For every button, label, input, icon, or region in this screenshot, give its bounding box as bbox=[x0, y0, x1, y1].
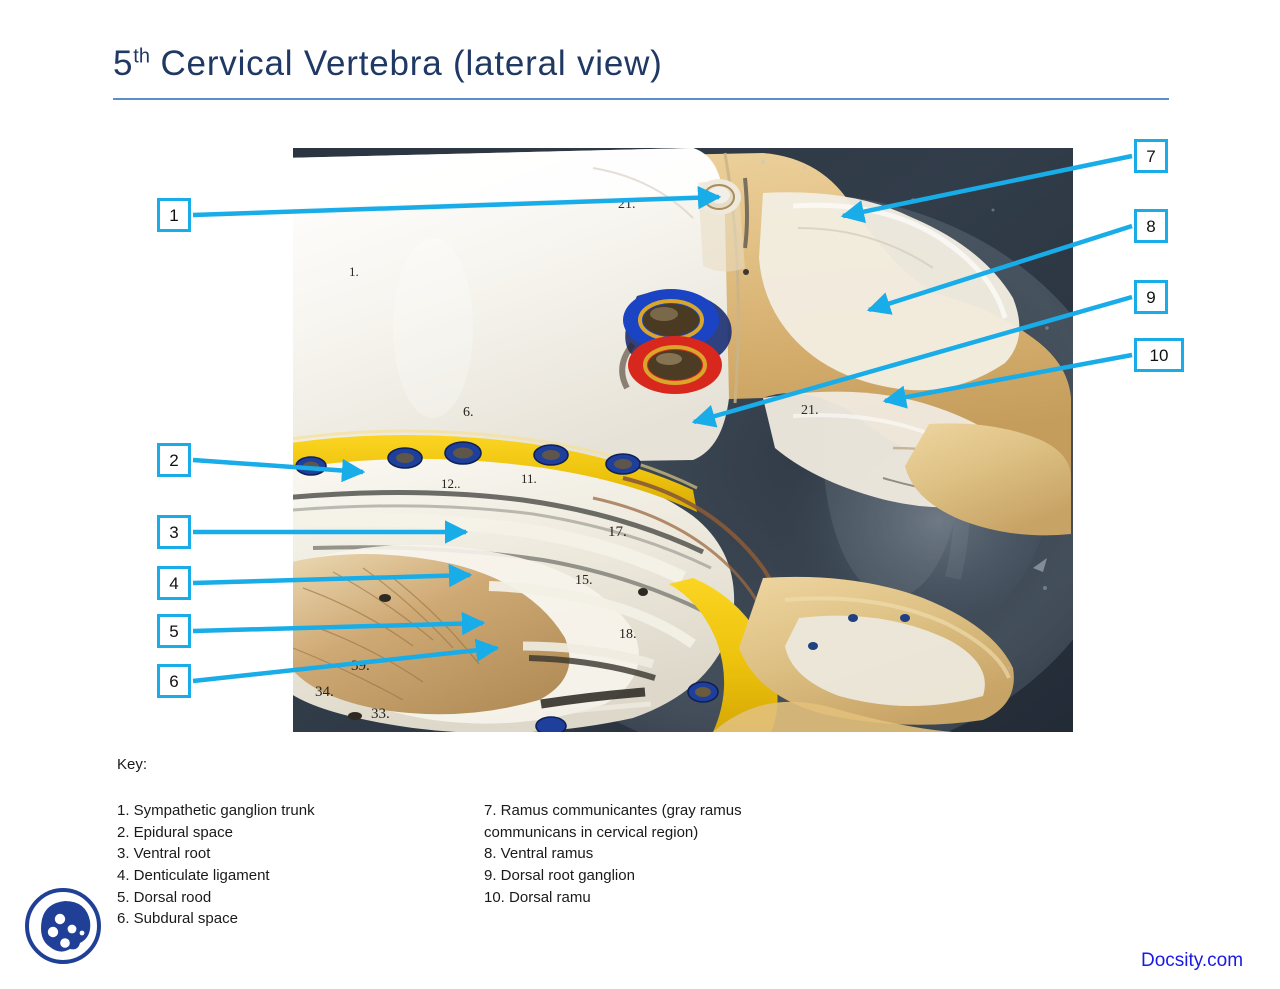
callout-box-10[interactable]: 10 bbox=[1134, 338, 1184, 372]
page-title: 5th Cervical Vertebra (lateral view) bbox=[113, 44, 663, 84]
callout-number-label: 5 bbox=[169, 621, 179, 641]
callout-number-label: 9 bbox=[1146, 287, 1156, 307]
callout-box-9[interactable]: 9 bbox=[1134, 280, 1168, 314]
title-rest: Cervical Vertebra (lateral view) bbox=[160, 44, 663, 83]
svg-text:34.: 34. bbox=[315, 684, 334, 700]
svg-text:21.: 21. bbox=[618, 197, 636, 212]
callout-box-6[interactable]: 6 bbox=[157, 664, 191, 698]
callout-number-label: 7 bbox=[1146, 146, 1156, 166]
key-item-left-2: 2. Epidural space bbox=[117, 823, 233, 841]
key-item-left-4: 4. Denticulate ligament bbox=[117, 867, 270, 885]
key-item-left-3: 3. Ventral root bbox=[117, 845, 211, 863]
svg-text:33.: 33. bbox=[371, 706, 390, 722]
key-item-right-3: 8. Ventral ramus bbox=[484, 845, 594, 863]
key-item-left-5: 5. Dorsal rood bbox=[117, 888, 212, 906]
callout-box-8[interactable]: 8 bbox=[1134, 209, 1168, 243]
svg-text:1.: 1. bbox=[349, 264, 359, 279]
title-divider bbox=[113, 98, 1169, 100]
callout-box-1[interactable]: 1 bbox=[157, 198, 191, 232]
key-item-right-1: 7. Ramus communicantes (gray ramus bbox=[484, 802, 742, 819]
title-ordinal-suffix: th bbox=[133, 45, 150, 68]
svg-text:39.: 39. bbox=[351, 658, 370, 674]
svg-text:15.: 15. bbox=[575, 573, 593, 588]
callout-box-7[interactable]: 7 bbox=[1134, 139, 1168, 173]
docsity-logo[interactable] bbox=[22, 885, 104, 967]
callout-box-2[interactable]: 2 bbox=[157, 443, 191, 477]
callout-number-label: 3 bbox=[169, 522, 179, 542]
svg-text:21.: 21. bbox=[801, 403, 819, 418]
key-item-right-2: communicans in cervical region) bbox=[484, 823, 699, 841]
callout-box-5[interactable]: 5 bbox=[157, 614, 191, 648]
key-heading: Key: bbox=[117, 756, 148, 773]
callout-number-label: 8 bbox=[1146, 216, 1156, 236]
callout-number-label: 4 bbox=[169, 573, 179, 593]
key-item-right-5: 10. Dorsal ramu bbox=[484, 888, 591, 906]
key-item-left-1: 1. Sympathetic ganglion trunk bbox=[117, 802, 315, 819]
title-number: 5 bbox=[113, 44, 134, 83]
callout-box-4[interactable]: 4 bbox=[157, 566, 191, 600]
callout-number-label: 2 bbox=[169, 450, 179, 470]
callout-number-label: 10 bbox=[1149, 345, 1169, 365]
key-item-right-4: 9. Dorsal root ganglion bbox=[484, 867, 635, 885]
key-column-left: 1. Sympathetic ganglion trunk 2. Epidural… bbox=[117, 800, 315, 930]
svg-text:11.: 11. bbox=[521, 471, 537, 486]
svg-text:17.: 17. bbox=[608, 524, 627, 540]
key-column-right: 7. Ramus communicantes (gray ramus commun… bbox=[484, 800, 742, 908]
callout-number-label: 6 bbox=[169, 671, 179, 691]
docsity-url[interactable]: Docsity.com bbox=[1141, 950, 1244, 971]
svg-text:18.: 18. bbox=[619, 627, 637, 642]
svg-text:12..: 12.. bbox=[441, 476, 461, 491]
key-item-left-6: 6. Subdural space bbox=[117, 910, 238, 928]
cervical-vertebra-photograph: 1. 21. 20. 21. bbox=[293, 148, 1073, 732]
callout-box-3[interactable]: 3 bbox=[157, 515, 191, 549]
callout-number-label: 1 bbox=[169, 205, 179, 225]
svg-text:6.: 6. bbox=[463, 405, 474, 420]
